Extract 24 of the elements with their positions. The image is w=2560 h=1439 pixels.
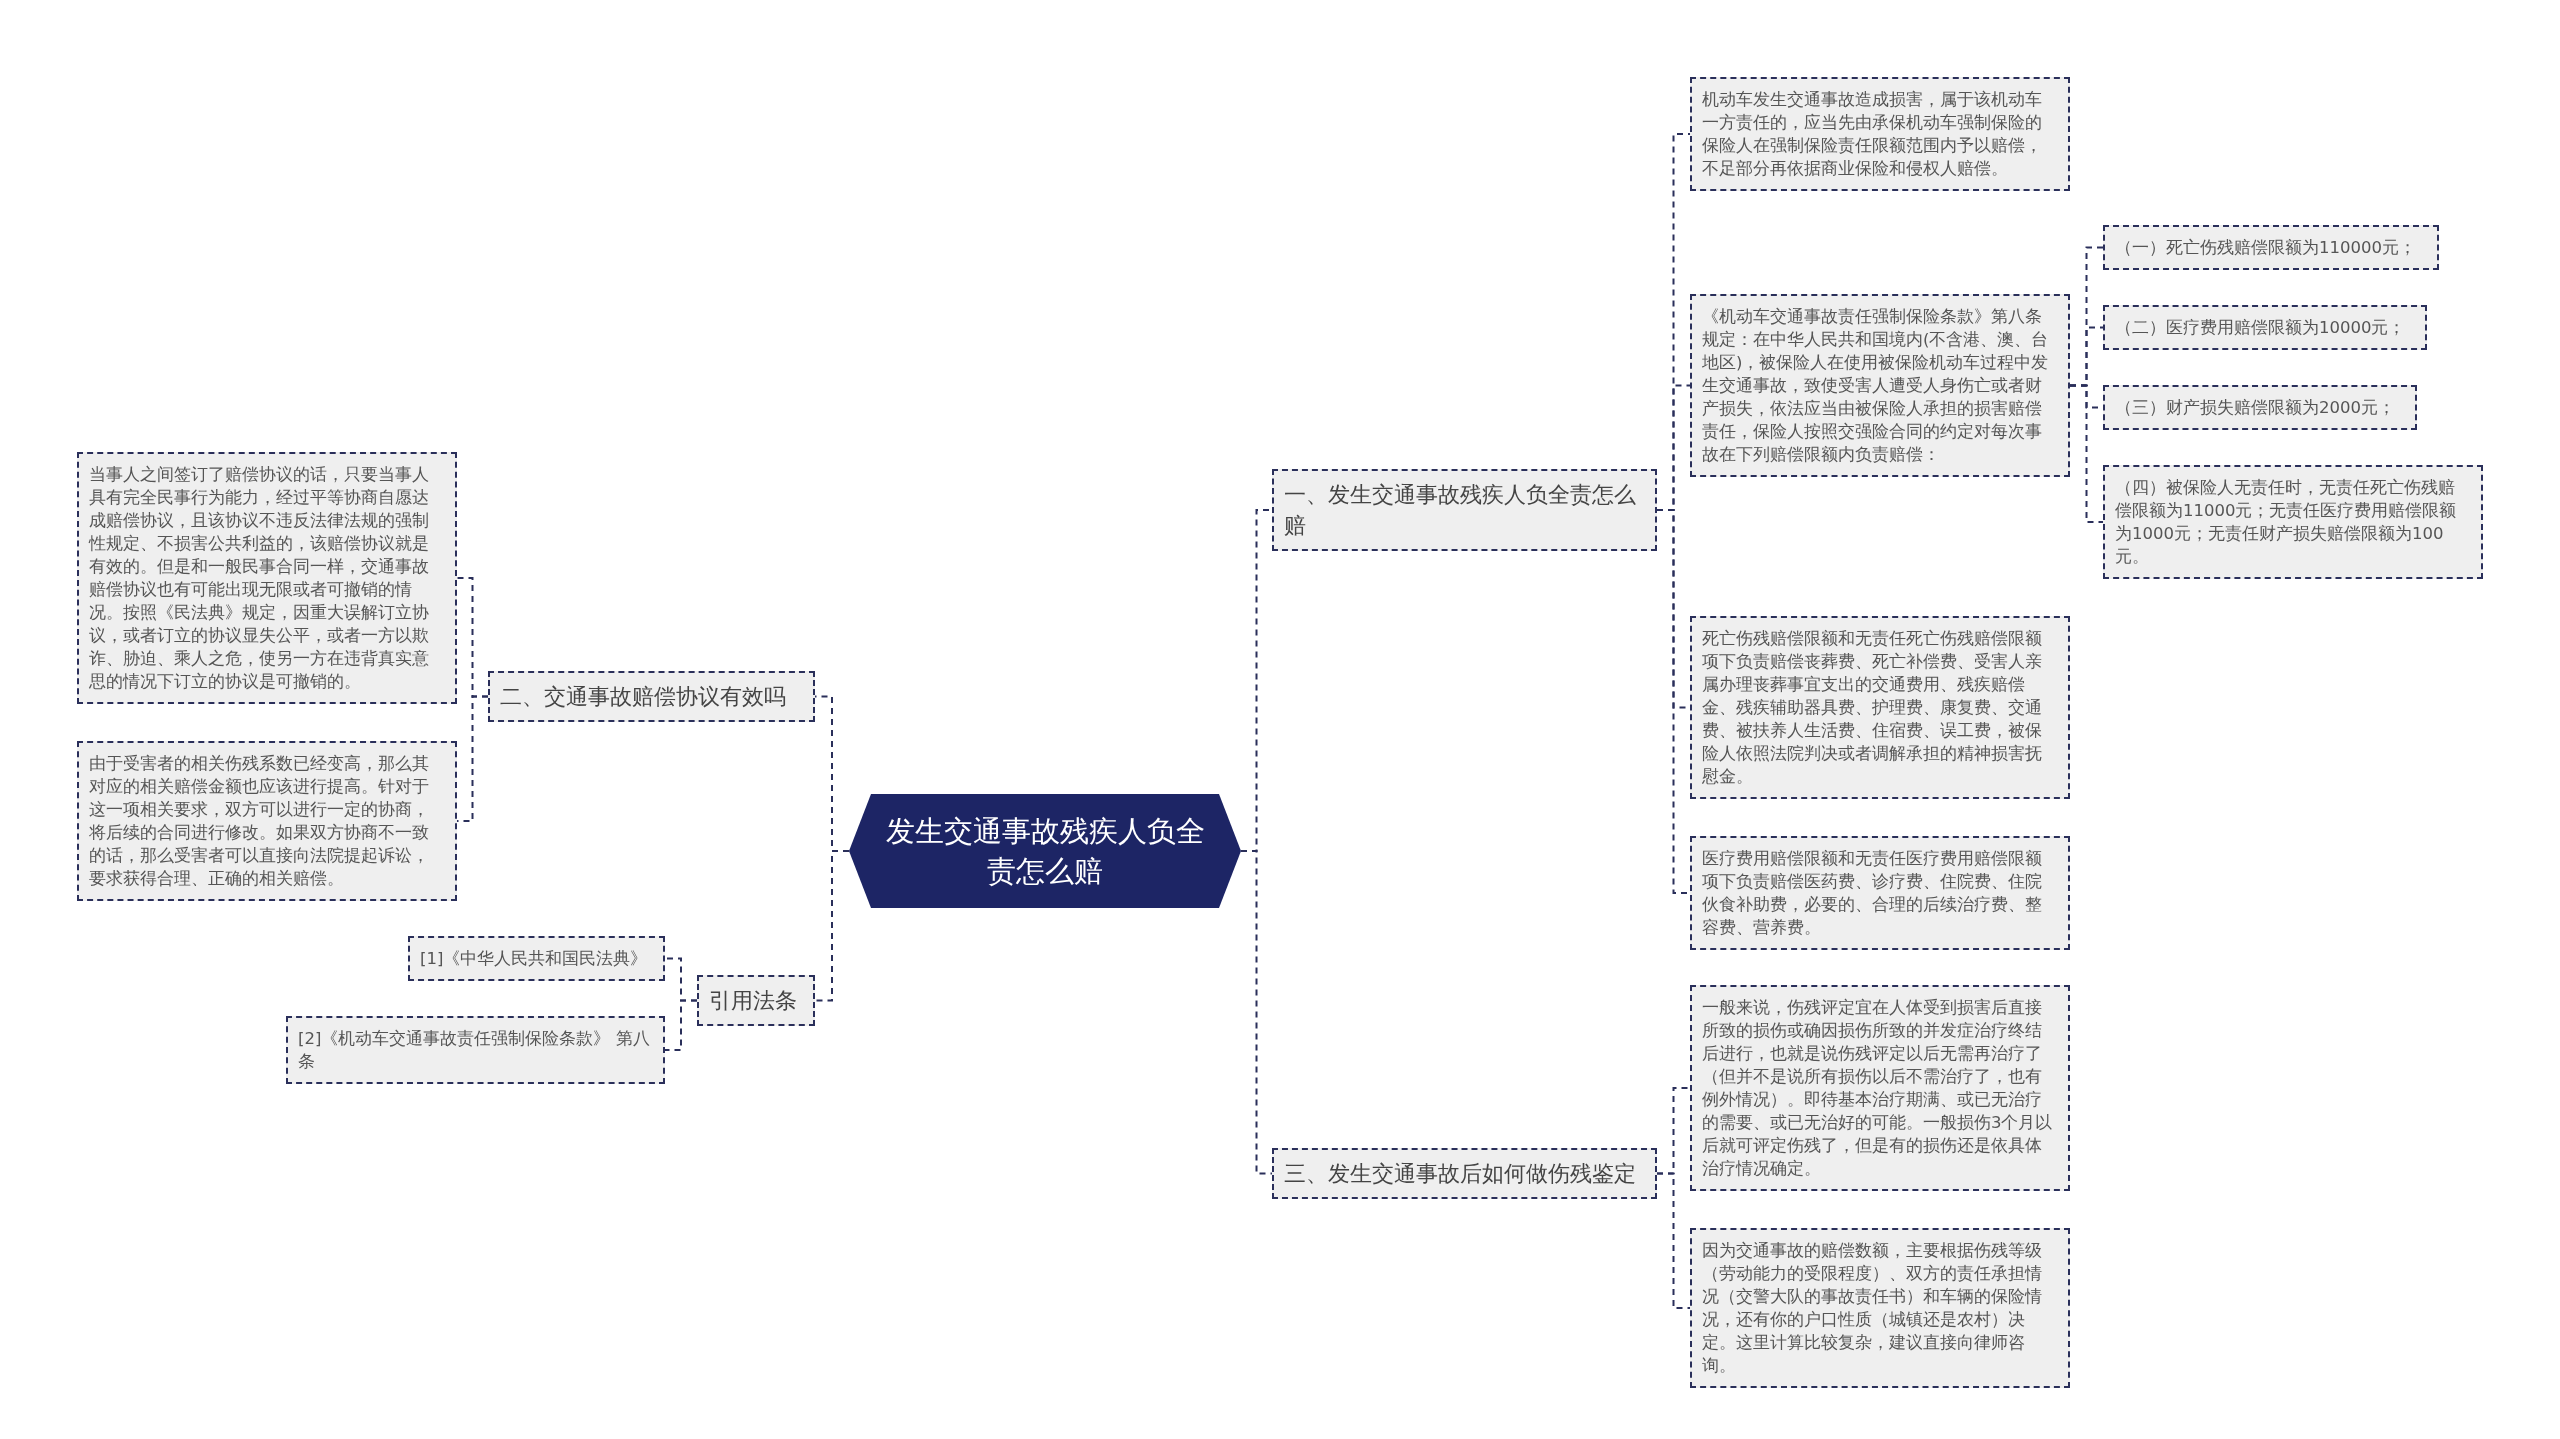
topic-box: 一、发生交通事故残疾人负全责怎么赔: [1272, 469, 1657, 551]
note-box: [2]《机动车交通事故责任强制保险条款》 第八条: [286, 1016, 665, 1084]
connector-line: [664, 999, 698, 1051]
note-box: [1]《中华人民共和国民法典》: [408, 936, 665, 981]
note-box: 因为交通事故的赔偿数额，主要根据伤残等级（劳动能力的受限程度）、双方的责任承担情况（交警大队的事故责任书）和车辆的保险情况，还有你的户口性质（城镇还是农村）决定。这里计算比较复杂，建议直接向律师咨询。: [1690, 1228, 2070, 1388]
topic-box: 三、发生交通事故后如何做伤残鉴定: [1272, 1148, 1657, 1199]
note-box: （三）财产损失赔偿限额为2000元；: [2103, 385, 2417, 430]
note-box: （二）医疗费用赔偿限额为10000元；: [2103, 305, 2427, 350]
note-box: 医疗费用赔偿限额和无责任医疗费用赔偿限额项下负责赔偿医药费、诊疗费、住院费、住院伙食补助费，必要的、合理的后续治疗费、整容费、营养费。: [1690, 836, 2070, 950]
note-box: 当事人之间签订了赔偿协议的话，只要当事人具有完全民事行为能力，经过平等协商自愿达成赔偿协议，且该协议不违反法律法规的强制性规定、不损害公共利益的，该赔偿协议就是有效的。但是和一般民事合同一样，交通事故赔偿协议也有可能出现无限或者可撤销的情况。按照《民法典》规定，因重大误解订立协议，或者订立的协议显失公平，或者一方以欺诈、胁迫、乘人之危，使另一方在违背真实意思的情况下订立的协议是可撤销的。: [77, 452, 457, 704]
note-box: 一般来说，伤残评定宜在人体受到损害后直接所致的损伤或确因损伤所致的并发症治疗终结后进行，也就是说伤残评定以后无需再治疗了（但并不是说所有损伤以后不需治疗了，也有例外情况）。即待基本治疗期满、或已无治疗的需要、或已无治好的可能。一般损伤3个月以后就可评定伤残了，但是有的损伤还是依具体治疗情况确定。: [1690, 985, 2070, 1191]
note-box: 由于受害者的相关伤残系数已经变高，那么其对应的相关赔偿金额也应该进行提高。针对于这一项相关要求，双方可以进行一定的协商，将后续的合同进行修改。如果双方协商不一致的话，那么受害者可以直接向法院提起诉讼，要求获得合理、正确的相关赔偿。: [77, 741, 457, 901]
connector-line: [1656, 1172, 1691, 1309]
topic-box: 引用法条: [697, 975, 815, 1026]
connector-line: [1240, 850, 1273, 1175]
connector-line: [814, 850, 850, 1002]
note-box: 机动车发生交通事故造成损害，属于该机动车一方责任的，应当先由承保机动车强制保险的保险人在强制保险责任限额范围内予以赔偿，不足部分再依据商业保险和侵权人赔偿。: [1690, 77, 2070, 191]
note-box: （一）死亡伤残赔偿限额为110000元；: [2103, 225, 2439, 270]
topic-box: 二、交通事故赔偿协议有效吗: [488, 671, 815, 722]
connector-line: [2069, 384, 2104, 523]
note-box: 《机动车交通事故责任强制保险条款》第八条规定：在中华人民共和国境内(不含港、澳、台地区)，被保险人在使用被保险机动车过程中发生交通事故，致使受害人遭受人身伤亡或者财产损失，依法应当由被保险人承担的损害赔偿责任，保险人按照交强险合同的约定对每次事故在下列赔偿限额内负责赔偿：: [1690, 294, 2070, 477]
note-box: 死亡伤残赔偿限额和无责任死亡伤残赔偿限额项下负责赔偿丧葬费、死亡补偿费、受害人亲属办理丧葬事宜支出的交通费用、残疾赔偿金、残疾辅助器具费、护理费、康复费、交通费、被扶养人生活费、住宿费、误工费，被保险人依照法院判决或者调解承担的精神损害抚慰金。: [1690, 616, 2070, 799]
note-box: （四）被保险人无责任时，无责任死亡伤残赔偿限额为11000元；无责任医疗费用赔偿限额为1000元；无责任财产损失赔偿限额为100元。: [2103, 465, 2483, 579]
central-topic-node: 发生交通事故残疾人负全责怎么赔: [849, 794, 1241, 908]
